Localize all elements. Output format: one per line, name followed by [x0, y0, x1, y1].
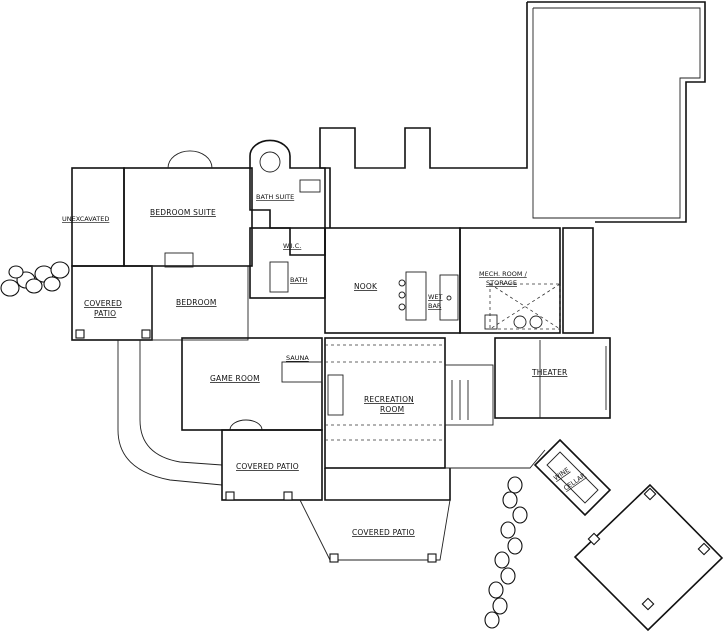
label-wic: W.I.C. [283, 242, 301, 250]
upper-outline [319, 1, 706, 228]
label-unexcavated: UNEXCAVATED [62, 215, 109, 223]
label-bedroom: BEDROOM [176, 298, 217, 307]
label-wet-bar-1: WET [428, 293, 443, 301]
label-covered-patio-left-2: PATIO [94, 309, 116, 318]
label-recreation-1: RECREATION [364, 395, 414, 404]
label-covered-patio-mid: COVERED PATIO [236, 462, 299, 471]
stone-path-left [0, 261, 70, 297]
label-mech-1: MECH. ROOM / [479, 270, 528, 278]
label-covered-patio-bottom: COVERED PATIO [352, 528, 415, 537]
mech-room [459, 227, 594, 334]
label-bath: BATH [290, 276, 307, 284]
diagonal-patio [573, 483, 724, 632]
nook-area [324, 227, 461, 334]
wine-cellar [533, 438, 612, 517]
label-covered-patio-left-1: COVERED [84, 299, 122, 308]
recreation-room [324, 337, 494, 469]
left-block [71, 150, 253, 341]
stone-path-right [484, 476, 528, 629]
label-bedroom-suite: BEDROOM SUITE [150, 208, 216, 217]
bath-suite [249, 139, 326, 299]
theater [494, 337, 611, 419]
label-nook: NOOK [354, 282, 378, 291]
label-recreation-2: ROOM [380, 405, 404, 414]
label-mech-2: STORAGE [486, 279, 517, 287]
label-bath-suite: BATH SUITE [256, 193, 294, 201]
game-room [181, 337, 323, 431]
label-theater: THEATER [531, 368, 567, 377]
label-game-room: GAME ROOM [210, 374, 260, 383]
label-sauna: SAUNA [286, 354, 309, 362]
label-wet-bar-2: BAR [428, 302, 442, 310]
patio-outline [117, 340, 546, 563]
